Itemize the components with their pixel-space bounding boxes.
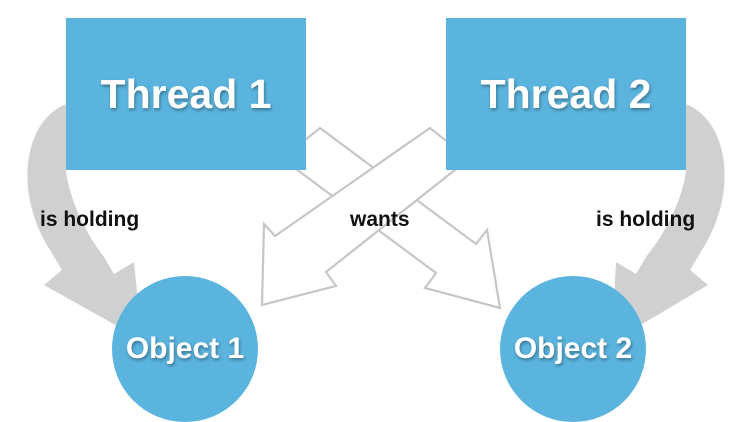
wants-label: wants	[350, 208, 410, 231]
thread-2-node: Thread 2	[446, 18, 686, 170]
object-2-node: Object 2	[500, 276, 646, 422]
right-holding-arrow	[612, 104, 725, 342]
left-holding-label: is holding	[40, 208, 140, 231]
thread-1-node: Thread 1	[66, 18, 306, 170]
wants-arrow-thread2-to-object1	[260, 126, 472, 307]
arrows-layer	[27, 104, 725, 342]
deadlock-diagram: Thread 1 Thread 2 Object 1 Object 2 is h…	[27, 18, 725, 422]
object-1-label: Object 1	[125, 332, 245, 365]
thread-1-label: Thread 1	[100, 70, 272, 117]
right-holding-label: is holding	[596, 208, 696, 231]
thread-2-label: Thread 2	[480, 70, 652, 117]
object-2-label: Object 2	[513, 332, 633, 365]
object-1-node: Object 1	[112, 276, 258, 422]
left-holding-arrow	[27, 104, 142, 340]
